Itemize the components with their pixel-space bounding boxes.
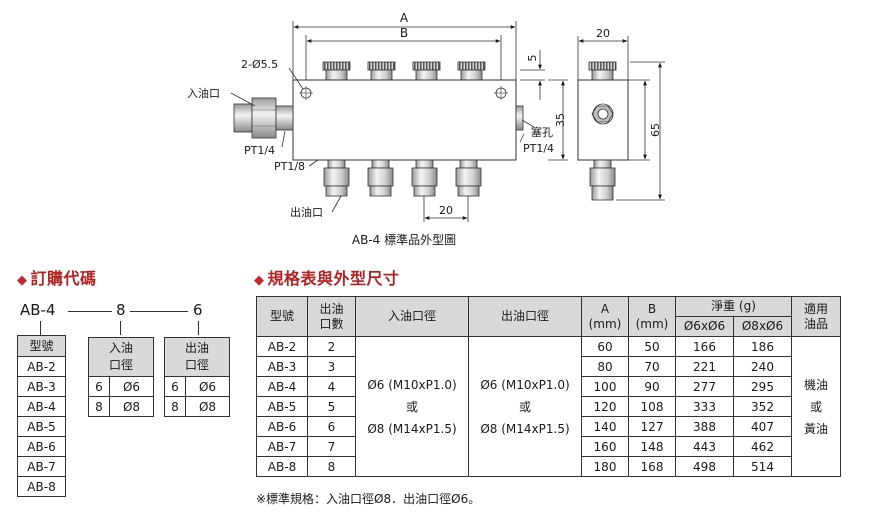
outlet-size: Ø6 [185, 376, 230, 397]
model-code: AB-4 [17, 396, 66, 417]
model-code: AB-5 [17, 416, 66, 437]
ab4-drawing: A B 5 2-Ø5.5 入油口 PT1/4 PT1/8 [187, 11, 665, 247]
model-code: AB-8 [17, 476, 66, 497]
dim-65-label: 65 [649, 123, 662, 137]
model-code-table: 型號 AB-2 AB-3 AB-4 AB-5 AB-6 AB-7 AB-8 [17, 335, 66, 497]
col-weight-8x6: Ø8xØ6 [733, 316, 792, 337]
dim-b-label: B [400, 26, 408, 40]
outlet-label: 出油口 [290, 205, 323, 219]
model-code: AB-7 [17, 456, 66, 477]
inlet-code: 8 [88, 396, 110, 417]
inlet-option-header: 入油口徑 [88, 337, 154, 377]
pt18-label: PT1/8 [274, 160, 305, 173]
outlet-fittings [323, 159, 482, 197]
outlet-size: Ø8 [185, 396, 230, 417]
code-part-outlet: 6 [193, 301, 203, 319]
outlet-code: 8 [164, 396, 186, 417]
order-code-title: 訂購代碼 [30, 269, 97, 288]
pt14-right-label: PT1/4 [523, 142, 554, 155]
dim-35-label: 35 [554, 113, 567, 127]
model-code: AB-2 [17, 356, 66, 377]
inlet-label: 入油口 [187, 86, 220, 100]
pt14-left-label: PT1/4 [244, 144, 275, 157]
col-b: B(mm) [628, 296, 676, 337]
dim-20-bottom-label: 20 [439, 204, 453, 217]
spec-table: 型號 出油口數 入油口徑 出油口徑 A(mm) B(mm) 淨重 (g) 適用油… [256, 296, 841, 477]
hole-label: 2-Ø5.5 [241, 58, 278, 71]
col-weight-6x6: Ø6xØ6 [675, 316, 734, 337]
drawing-caption: AB-4 標準品外型圖 [352, 232, 456, 247]
col-weight: 淨重 (g) [675, 296, 792, 317]
outlet-code: 6 [164, 376, 186, 397]
col-oil: 適用油品 [791, 296, 841, 337]
standard-spec-note: ※標準規格：入油口徑Ø8．出油口徑Ø6。 [256, 492, 481, 506]
col-a: A(mm) [581, 296, 629, 337]
dim-a-label: A [400, 11, 409, 25]
code-part-model: AB-4 [20, 301, 56, 319]
spec-title: 規格表與外型尺寸 [267, 269, 400, 288]
dim-5-label: 5 [526, 55, 539, 62]
inlet-fitting [233, 97, 294, 139]
col-outlets: 出油口數 [307, 296, 356, 337]
top-screws [322, 61, 486, 81]
model-header: 型號 [17, 335, 66, 357]
col-model: 型號 [256, 296, 308, 337]
col-inlet-dia: 入油口徑 [355, 296, 469, 337]
col-outlet-dia: 出油口徑 [468, 296, 582, 337]
model-code: AB-6 [17, 436, 66, 457]
order-code-heading: ◆訂購代碼 [17, 265, 97, 289]
code-part-inlet: 8 [116, 301, 126, 319]
inlet-size: Ø8 [109, 396, 154, 417]
manifold-body [292, 79, 517, 161]
dim-20-top-label: 20 [596, 27, 610, 40]
diamond-bullet-icon: ◆ [254, 273, 265, 288]
diamond-bullet-icon: ◆ [17, 273, 28, 288]
oil-cell: 機油或黃油 [791, 336, 841, 477]
inlet-code: 6 [88, 376, 110, 397]
model-code: AB-3 [17, 376, 66, 397]
plug-label: 塞孔 [531, 125, 553, 139]
inlet-size: Ø6 [109, 376, 154, 397]
spec-heading: ◆規格表與外型尺寸 [254, 265, 400, 289]
plug [515, 105, 524, 131]
outlet-option-header: 出油口徑 [164, 337, 230, 377]
